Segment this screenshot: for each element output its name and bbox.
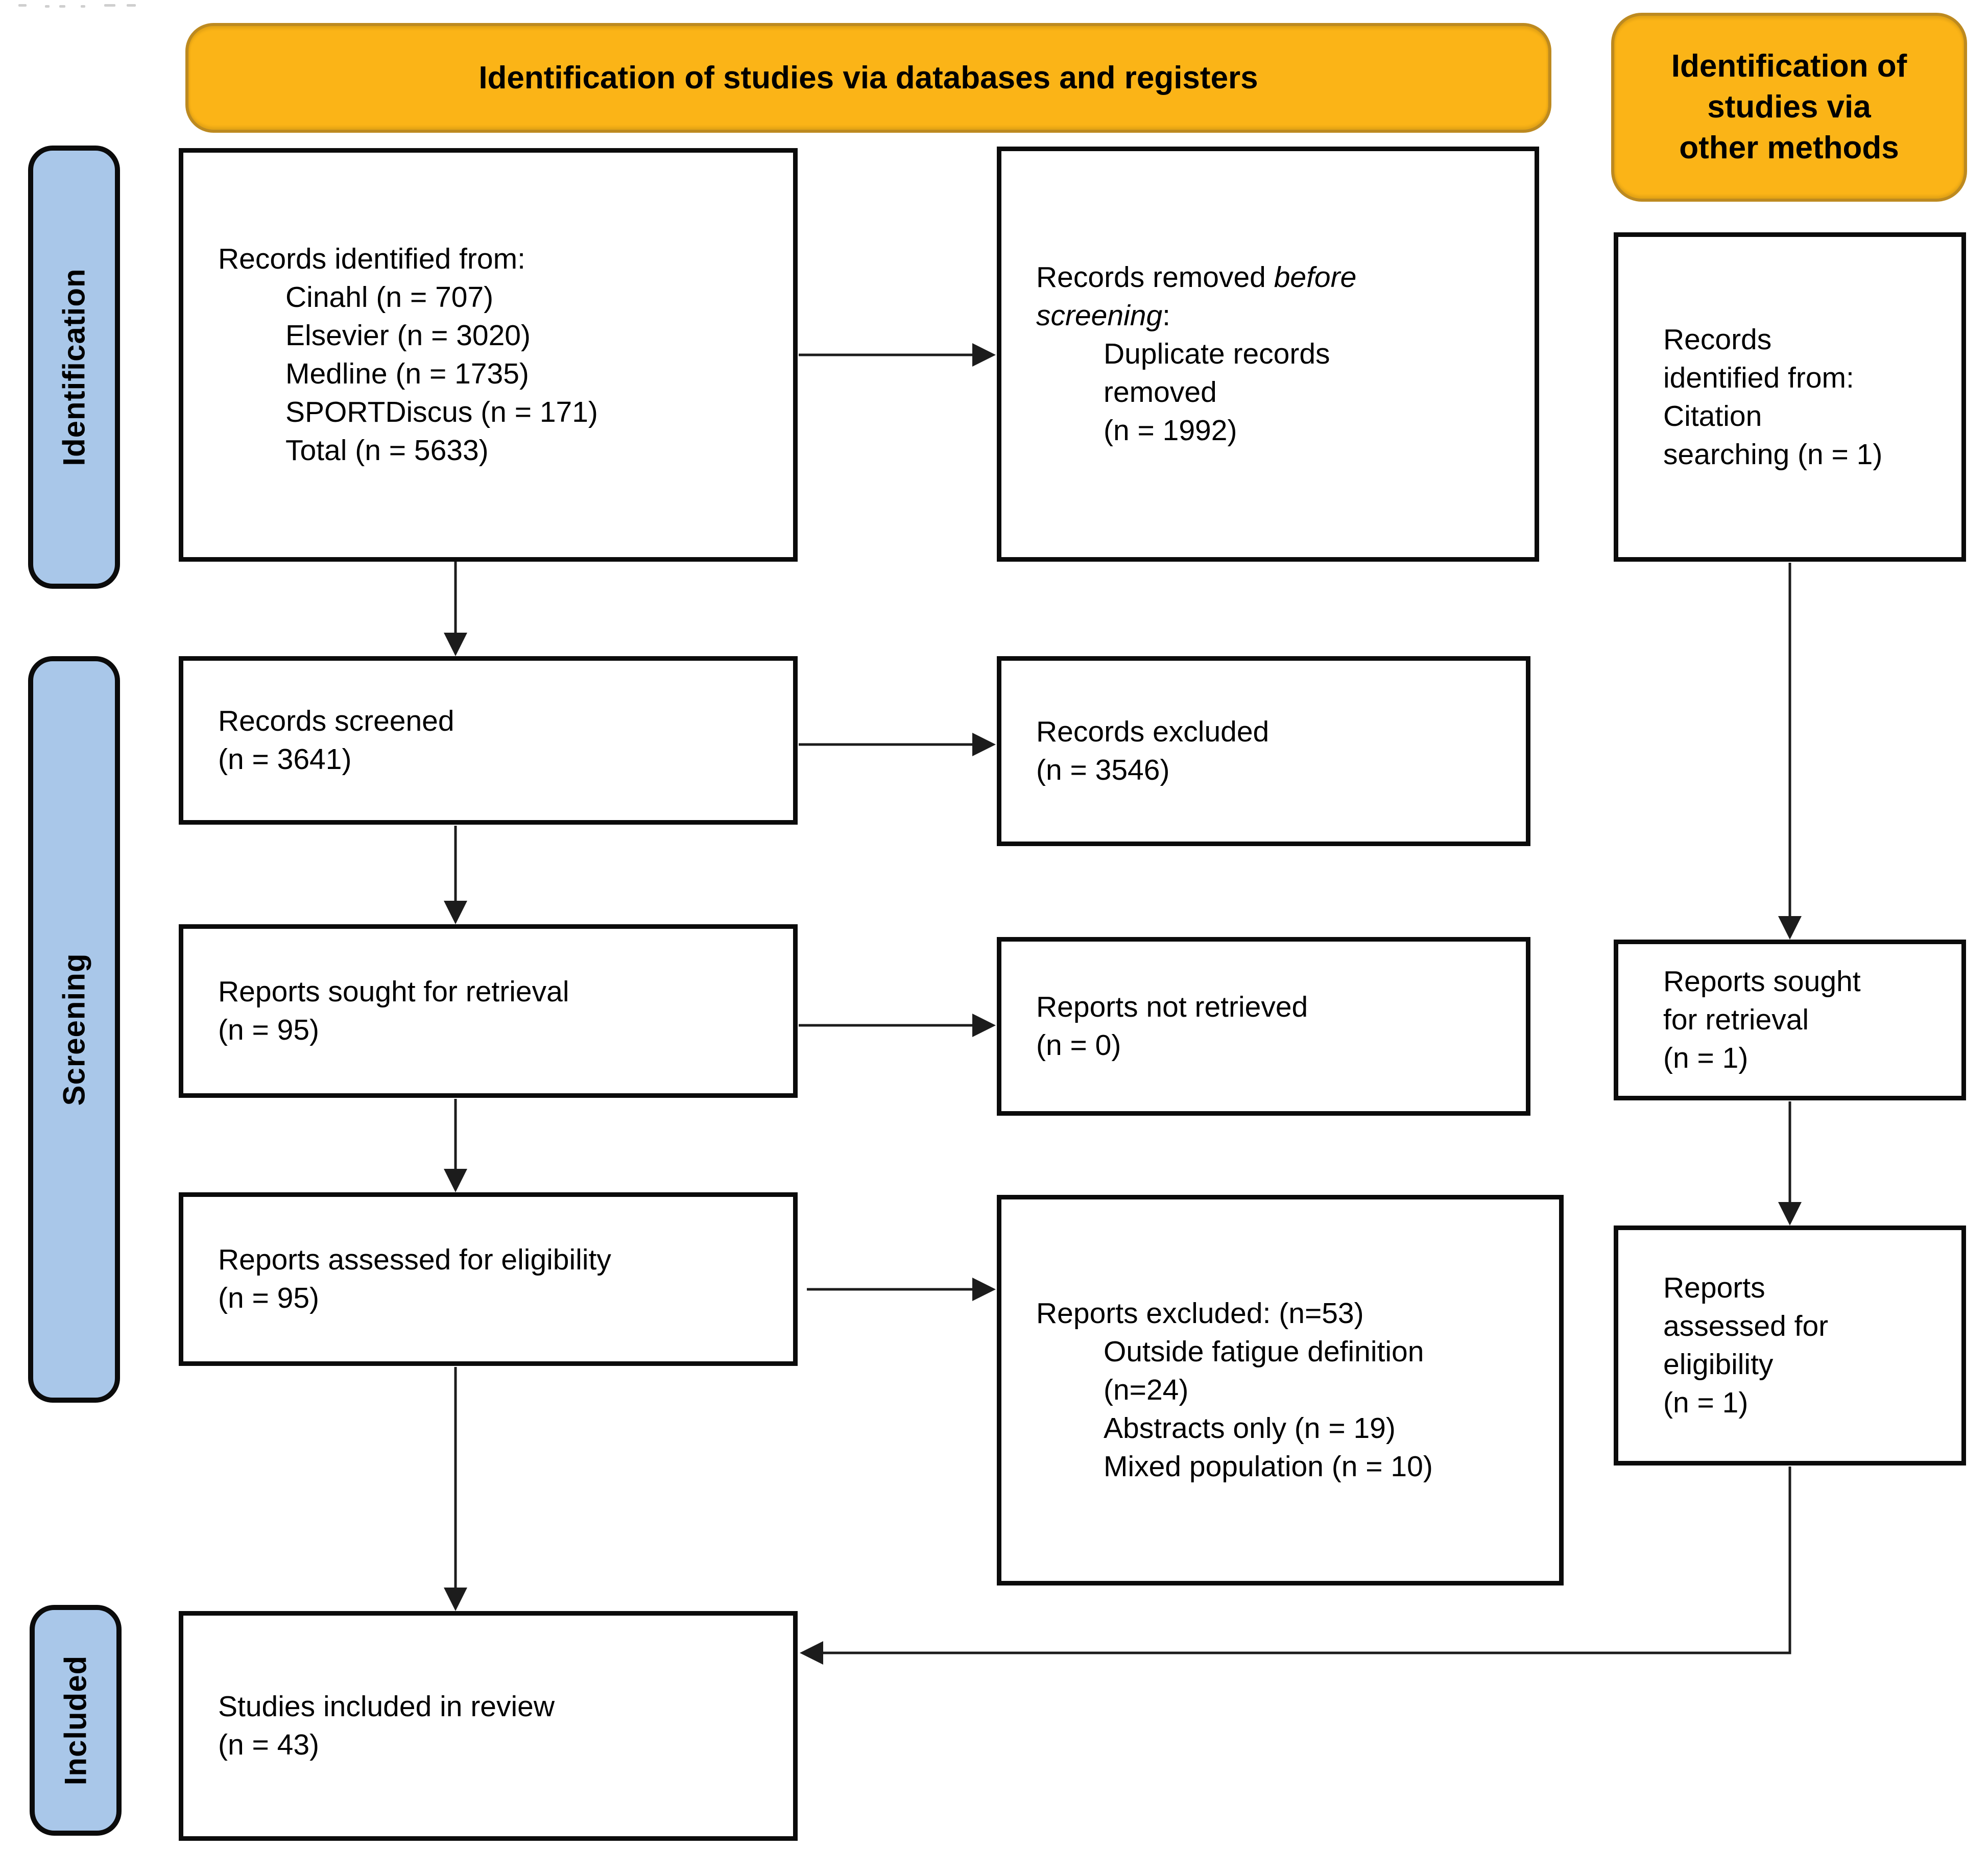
box-text-line: Citation xyxy=(1663,399,1762,433)
box-reports-not-retrieved: Reports not retrieved (n = 0) xyxy=(997,937,1530,1116)
box-citation-identified: Records identified from: Citation searching… xyxy=(1614,232,1966,562)
box-text-line: Records screened xyxy=(218,705,454,737)
box-text-line: screening: xyxy=(1036,299,1170,332)
sidebar-identification-label: Identification xyxy=(57,268,91,466)
box-text-line: SPORTDiscus (n = 171) xyxy=(285,396,598,428)
box-reports-sought: Reports sought for retrieval (n = 95) xyxy=(179,924,798,1098)
arrowhead-citation-to-sought-other xyxy=(1778,916,1802,940)
box-text-line: Records removed before xyxy=(1036,261,1357,294)
box-reports-excluded: Reports excluded: (n=53) Outside fatigue … xyxy=(997,1195,1564,1585)
sidebar-included-label: Included xyxy=(58,1655,93,1786)
box-records-removed: Records removed before screening: Duplicat… xyxy=(997,147,1539,562)
arrowhead-sought-to-not-retrieved xyxy=(972,1014,996,1037)
box-records-screened: Records screened (n = 3641) xyxy=(179,656,798,825)
box-text-line: Reports xyxy=(1663,1271,1765,1304)
arrowhead-screened-to-sought xyxy=(444,901,467,924)
box-text-line: (n = 0) xyxy=(1036,1029,1121,1062)
sidebar-screening: Screening xyxy=(28,656,120,1403)
box-text-line: assessed for xyxy=(1663,1310,1829,1342)
box-text-line: Reports assessed for eligibility xyxy=(218,1243,611,1276)
box-text-line: Mixed population (n = 10) xyxy=(1104,1450,1433,1483)
arrowhead-identified-to-removed xyxy=(972,343,996,367)
box-text-line: Medline (n = 1735) xyxy=(285,357,529,390)
box-reports-assessed-other: Reports assessed for eligibility (n = 1) xyxy=(1614,1226,1966,1465)
box-text-line: (n = 1) xyxy=(1663,1386,1749,1419)
box-text-line: Records identified from: xyxy=(218,243,525,275)
arrowhead-assessed-to-excluded xyxy=(972,1278,996,1301)
box-text-line: (n = 95) xyxy=(218,1282,320,1314)
box-text-line: Records excluded xyxy=(1036,715,1270,748)
box-text-line: Total (n = 5633) xyxy=(285,434,489,467)
sidebar-identification: Identification xyxy=(28,146,120,589)
box-text-line: removed xyxy=(1104,376,1217,409)
box-text-line: Records xyxy=(1663,323,1772,356)
box-text-line: Studies included in review xyxy=(218,1690,555,1723)
box-text-line: Outside fatigue definition xyxy=(1104,1335,1424,1368)
arrowhead-sought-to-assessed xyxy=(444,1169,467,1192)
box-text-line: eligibility xyxy=(1663,1348,1774,1381)
box-text-line: Reports sought xyxy=(1663,965,1861,998)
box-text-line: for retrieval xyxy=(1663,1003,1809,1036)
arrowhead-identified-to-screened xyxy=(444,633,467,656)
box-text-line: searching (n = 1) xyxy=(1663,438,1883,471)
box-text-line: Elsevier (n = 3020) xyxy=(285,319,531,352)
box-text-line: Abstracts only (n = 19) xyxy=(1104,1412,1396,1445)
box-text-line: (n = 1992) xyxy=(1104,414,1237,447)
box-text-line: Reports excluded: (n=53) xyxy=(1036,1297,1364,1330)
box-text-line: identified from: xyxy=(1663,361,1854,394)
box-reports-assessed: Reports assessed for eligibility (n = 95) xyxy=(179,1192,798,1366)
box-reports-sought-other: Reports sought for retrieval (n = 1) xyxy=(1614,940,1966,1100)
arrowhead-assessed-to-included xyxy=(444,1588,467,1611)
box-text-line: (n = 95) xyxy=(218,1014,320,1046)
box-text-line: Cinahl (n = 707) xyxy=(285,281,494,314)
banner-databases-registers: Identification of studies via databases … xyxy=(185,23,1551,133)
box-records-excluded: Records excluded (n = 3546) xyxy=(997,656,1530,846)
arrowhead-sought-other-to-assessed-other xyxy=(1778,1202,1802,1226)
box-text-line: Reports sought for retrieval xyxy=(218,975,569,1008)
box-text-line: (n = 3546) xyxy=(1036,754,1170,786)
arrowhead-screened-to-excluded xyxy=(972,733,996,756)
arrowhead-assessed-other-to-included xyxy=(800,1641,823,1665)
sidebar-included: Included xyxy=(30,1605,122,1836)
box-text-line: Reports not retrieved xyxy=(1036,991,1308,1023)
box-studies-included: Studies included in review (n = 43) xyxy=(179,1611,798,1841)
box-text-line: (n = 3641) xyxy=(218,743,352,776)
sidebar-screening-label: Screening xyxy=(57,953,91,1106)
box-text-line: (n=24) xyxy=(1104,1374,1189,1406)
box-records-identified: Records identified from: Cinahl (n = 707)… xyxy=(179,148,798,562)
banner-other-methods: Identification of studies via other meth… xyxy=(1611,13,1967,202)
box-text-line: Duplicate records xyxy=(1104,338,1330,370)
box-text-line: (n = 43) xyxy=(218,1728,320,1761)
box-text-line: (n = 1) xyxy=(1663,1042,1749,1074)
